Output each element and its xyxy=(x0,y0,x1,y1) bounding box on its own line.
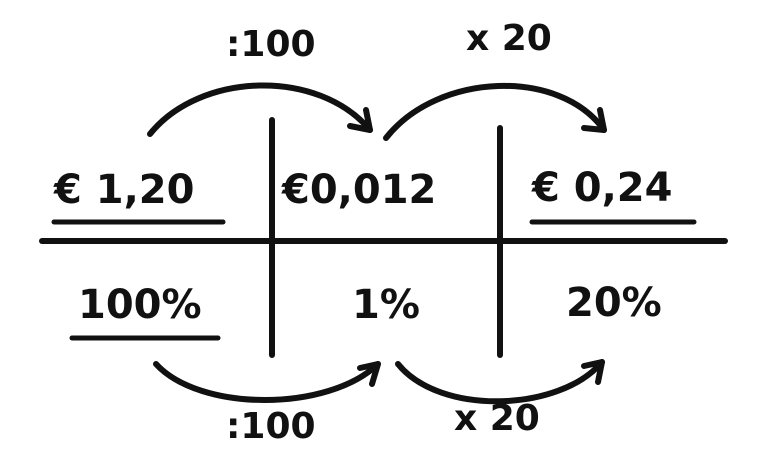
bottom-arrow-multiply-head xyxy=(581,359,605,385)
top-operation-divide-label: :100 xyxy=(226,24,316,65)
top-arrow-divide-head xyxy=(347,107,373,133)
top-operation-multiply-label: x 20 xyxy=(466,18,552,59)
bottom-arrow-multiply xyxy=(395,359,605,405)
top-cell-1-value: € 1,20 xyxy=(53,167,194,213)
top-cell-3-value: € 0,24 xyxy=(531,165,672,211)
top-cell-2-value: €0,012 xyxy=(281,167,436,213)
bottom-cell-2-value: 1% xyxy=(352,282,420,328)
top-arrow-divide xyxy=(147,82,373,137)
top-arrow-multiply-head xyxy=(581,107,607,133)
top-arrow-multiply xyxy=(383,82,607,141)
bottom-arrow-divide xyxy=(153,361,381,403)
bottom-cell-1-value: 100% xyxy=(78,282,202,328)
bottom-cell-3-value: 20% xyxy=(566,280,662,326)
bottom-operation-multiply-label: x 20 xyxy=(454,398,540,439)
bottom-operation-divide-label: :100 xyxy=(226,406,316,447)
bottom-arrow-divide-head xyxy=(357,361,381,387)
